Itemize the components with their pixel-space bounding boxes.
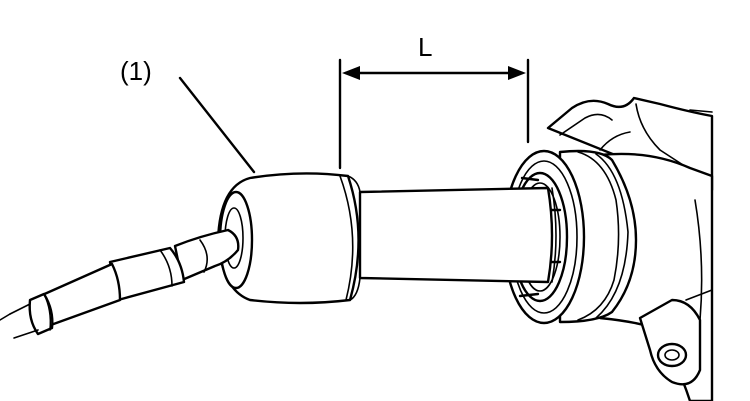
shaft: [358, 186, 557, 284]
dimension-label: L: [418, 32, 432, 62]
tool-sleeve: [216, 172, 361, 305]
callout-leader: [178, 76, 256, 174]
dimension-l: [338, 58, 530, 170]
extension-bar: [0, 228, 240, 339]
arrowhead-left: [342, 66, 360, 80]
part-callout-label: (1): [120, 56, 152, 86]
arrowhead-right: [508, 66, 526, 80]
